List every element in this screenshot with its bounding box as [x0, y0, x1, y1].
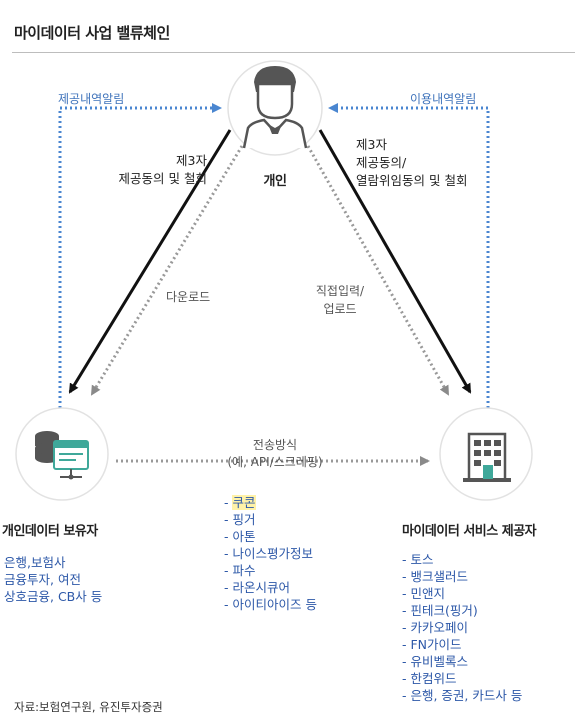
- notify-provide-arrow: [58, 103, 222, 408]
- middle-list-item: - 나이스평가정보: [224, 545, 317, 562]
- middle-list-text: 나이스평가정보: [232, 546, 313, 561]
- middle-list-bullet: -: [224, 580, 233, 595]
- database-server-icon: [35, 431, 89, 480]
- middle-list-item: - 아이티아이즈 등: [224, 596, 317, 613]
- holder-node: [15, 407, 109, 501]
- transfer-line1: 전송방식: [252, 438, 298, 452]
- middle-list-bullet: -: [224, 563, 233, 578]
- consent-right-line2: 제공동의/: [356, 155, 407, 170]
- provider-list-item: - 한컴위드: [402, 671, 457, 686]
- middle-list-item: - 핑거: [224, 511, 317, 528]
- source-note: 자료:보험연구원, 유진투자증권: [14, 700, 163, 714]
- middle-list-text: 라온시큐어: [232, 580, 290, 595]
- consent-right-arrow: [318, 129, 472, 394]
- provider-list-item: - 카카오페이: [402, 620, 468, 635]
- middle-list-text: 쿠콘: [232, 495, 256, 510]
- provider-node: [439, 407, 533, 501]
- provider-list-item: - 은행, 증권, 카드사 등: [402, 688, 523, 703]
- consent-left-label: 제3자 제공동의 및 철회: [119, 152, 207, 188]
- middle-list-bullet: -: [224, 546, 233, 561]
- consent-left-line2: 제공동의 및 철회: [118, 171, 207, 186]
- title-divider: [12, 52, 575, 53]
- provider-list-item: - 뱅크샐러드: [402, 569, 468, 584]
- middle-list-item: - 파수: [224, 562, 317, 579]
- middle-list-bullet: -: [224, 495, 233, 510]
- consent-right-line1: 제3자: [356, 137, 387, 152]
- download-label: 다운로드: [166, 290, 211, 304]
- diagram-title: 마이데이터 사업 밸류체인: [14, 24, 170, 42]
- provider-list-item: - 토스: [402, 552, 434, 567]
- transfer-label: 전송방식 (예, API/스크레핑): [190, 437, 360, 471]
- person-label: 개인: [263, 174, 287, 189]
- middle-list-text: 아이티아이즈 등: [232, 597, 317, 612]
- direct-input-line1: 직접입력/: [315, 284, 365, 298]
- middle-list-item: - 쿠콘: [224, 494, 317, 511]
- direct-input-label: 직접입력/ 업로드: [300, 282, 380, 318]
- consent-right-label: 제3자 제공동의/ 열람위임동의 및 철회: [356, 136, 467, 190]
- holder-list-item: 은행,보험사: [4, 555, 66, 570]
- notify-provide-label: 제공내역알림: [58, 92, 125, 106]
- person-icon: [242, 66, 308, 149]
- holder-label: 개인데이터 보유자: [2, 524, 98, 539]
- person-node: [227, 60, 323, 156]
- provider-list-item: - 핀테크(핑거): [402, 603, 478, 618]
- middle-list-text: 파수: [232, 563, 256, 578]
- middle-list-item: - 라온시큐어: [224, 579, 317, 596]
- middle-list-bullet: -: [224, 512, 233, 527]
- middle-list-text: 아톤: [232, 529, 256, 544]
- middle-list: - 쿠콘- 핑거- 아톤- 나이스평가정보- 파수- 라온시큐어- 아이티아이즈…: [224, 494, 317, 613]
- holder-list-item: 금융투자, 여전: [4, 572, 81, 587]
- provider-list-item: - FN가이드: [402, 637, 462, 652]
- holder-list-item: 상호금융, CB사 등: [4, 589, 103, 604]
- provider-label: 마이데이터 서비스 제공자: [402, 524, 537, 539]
- building-icon: [463, 432, 511, 482]
- middle-list-item: - 아톤: [224, 528, 317, 545]
- consent-left-arrow: [68, 129, 232, 394]
- provider-list-item: - 유비벨록스: [402, 654, 468, 669]
- middle-list-text: 핑거: [232, 512, 256, 527]
- provider-list-item: - 민앤지: [402, 586, 445, 601]
- notify-use-arrow: [328, 103, 490, 408]
- middle-list-bullet: -: [224, 529, 233, 544]
- download-arrow: [90, 145, 244, 396]
- direct-input-line2: 업로드: [323, 302, 357, 316]
- transfer-line2: (예, API/스크레핑): [227, 455, 323, 469]
- provider-list: - 토스 - 뱅크샐러드 - 민앤지 - 핀테크(핑거) - 카카오페이 - FN가이드 -…: [402, 551, 522, 704]
- middle-list-bullet: -: [224, 597, 233, 612]
- consent-left-line1: 제3자: [176, 153, 207, 168]
- consent-right-line3: 열람위임동의 및 철회: [356, 173, 468, 188]
- notify-use-label: 이용내역알림: [410, 92, 477, 106]
